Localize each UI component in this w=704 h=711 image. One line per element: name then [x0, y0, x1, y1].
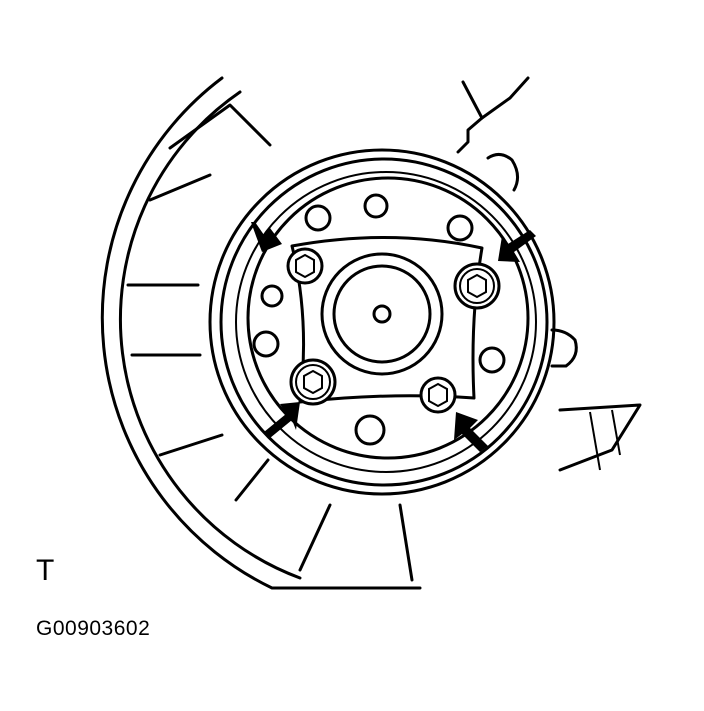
arrow-callout-icon — [251, 222, 282, 252]
backing-plate — [100, 76, 642, 590]
hub-bolt — [289, 358, 337, 406]
hub-bolt — [286, 247, 324, 285]
hub-center — [320, 252, 444, 376]
arrow-callout-icon — [264, 402, 300, 438]
hub-flange — [208, 148, 556, 496]
retainer-plate — [290, 236, 484, 404]
arrow-callout-icon — [498, 230, 536, 262]
section-marker: T — [36, 554, 55, 587]
flange-holes — [252, 193, 506, 446]
arrow-callout-icon — [454, 412, 488, 452]
hub-bolt — [453, 262, 501, 310]
knuckle-bracket — [456, 76, 578, 368]
hub-bolt — [419, 376, 457, 414]
figure-id: G00903602 — [36, 617, 151, 640]
